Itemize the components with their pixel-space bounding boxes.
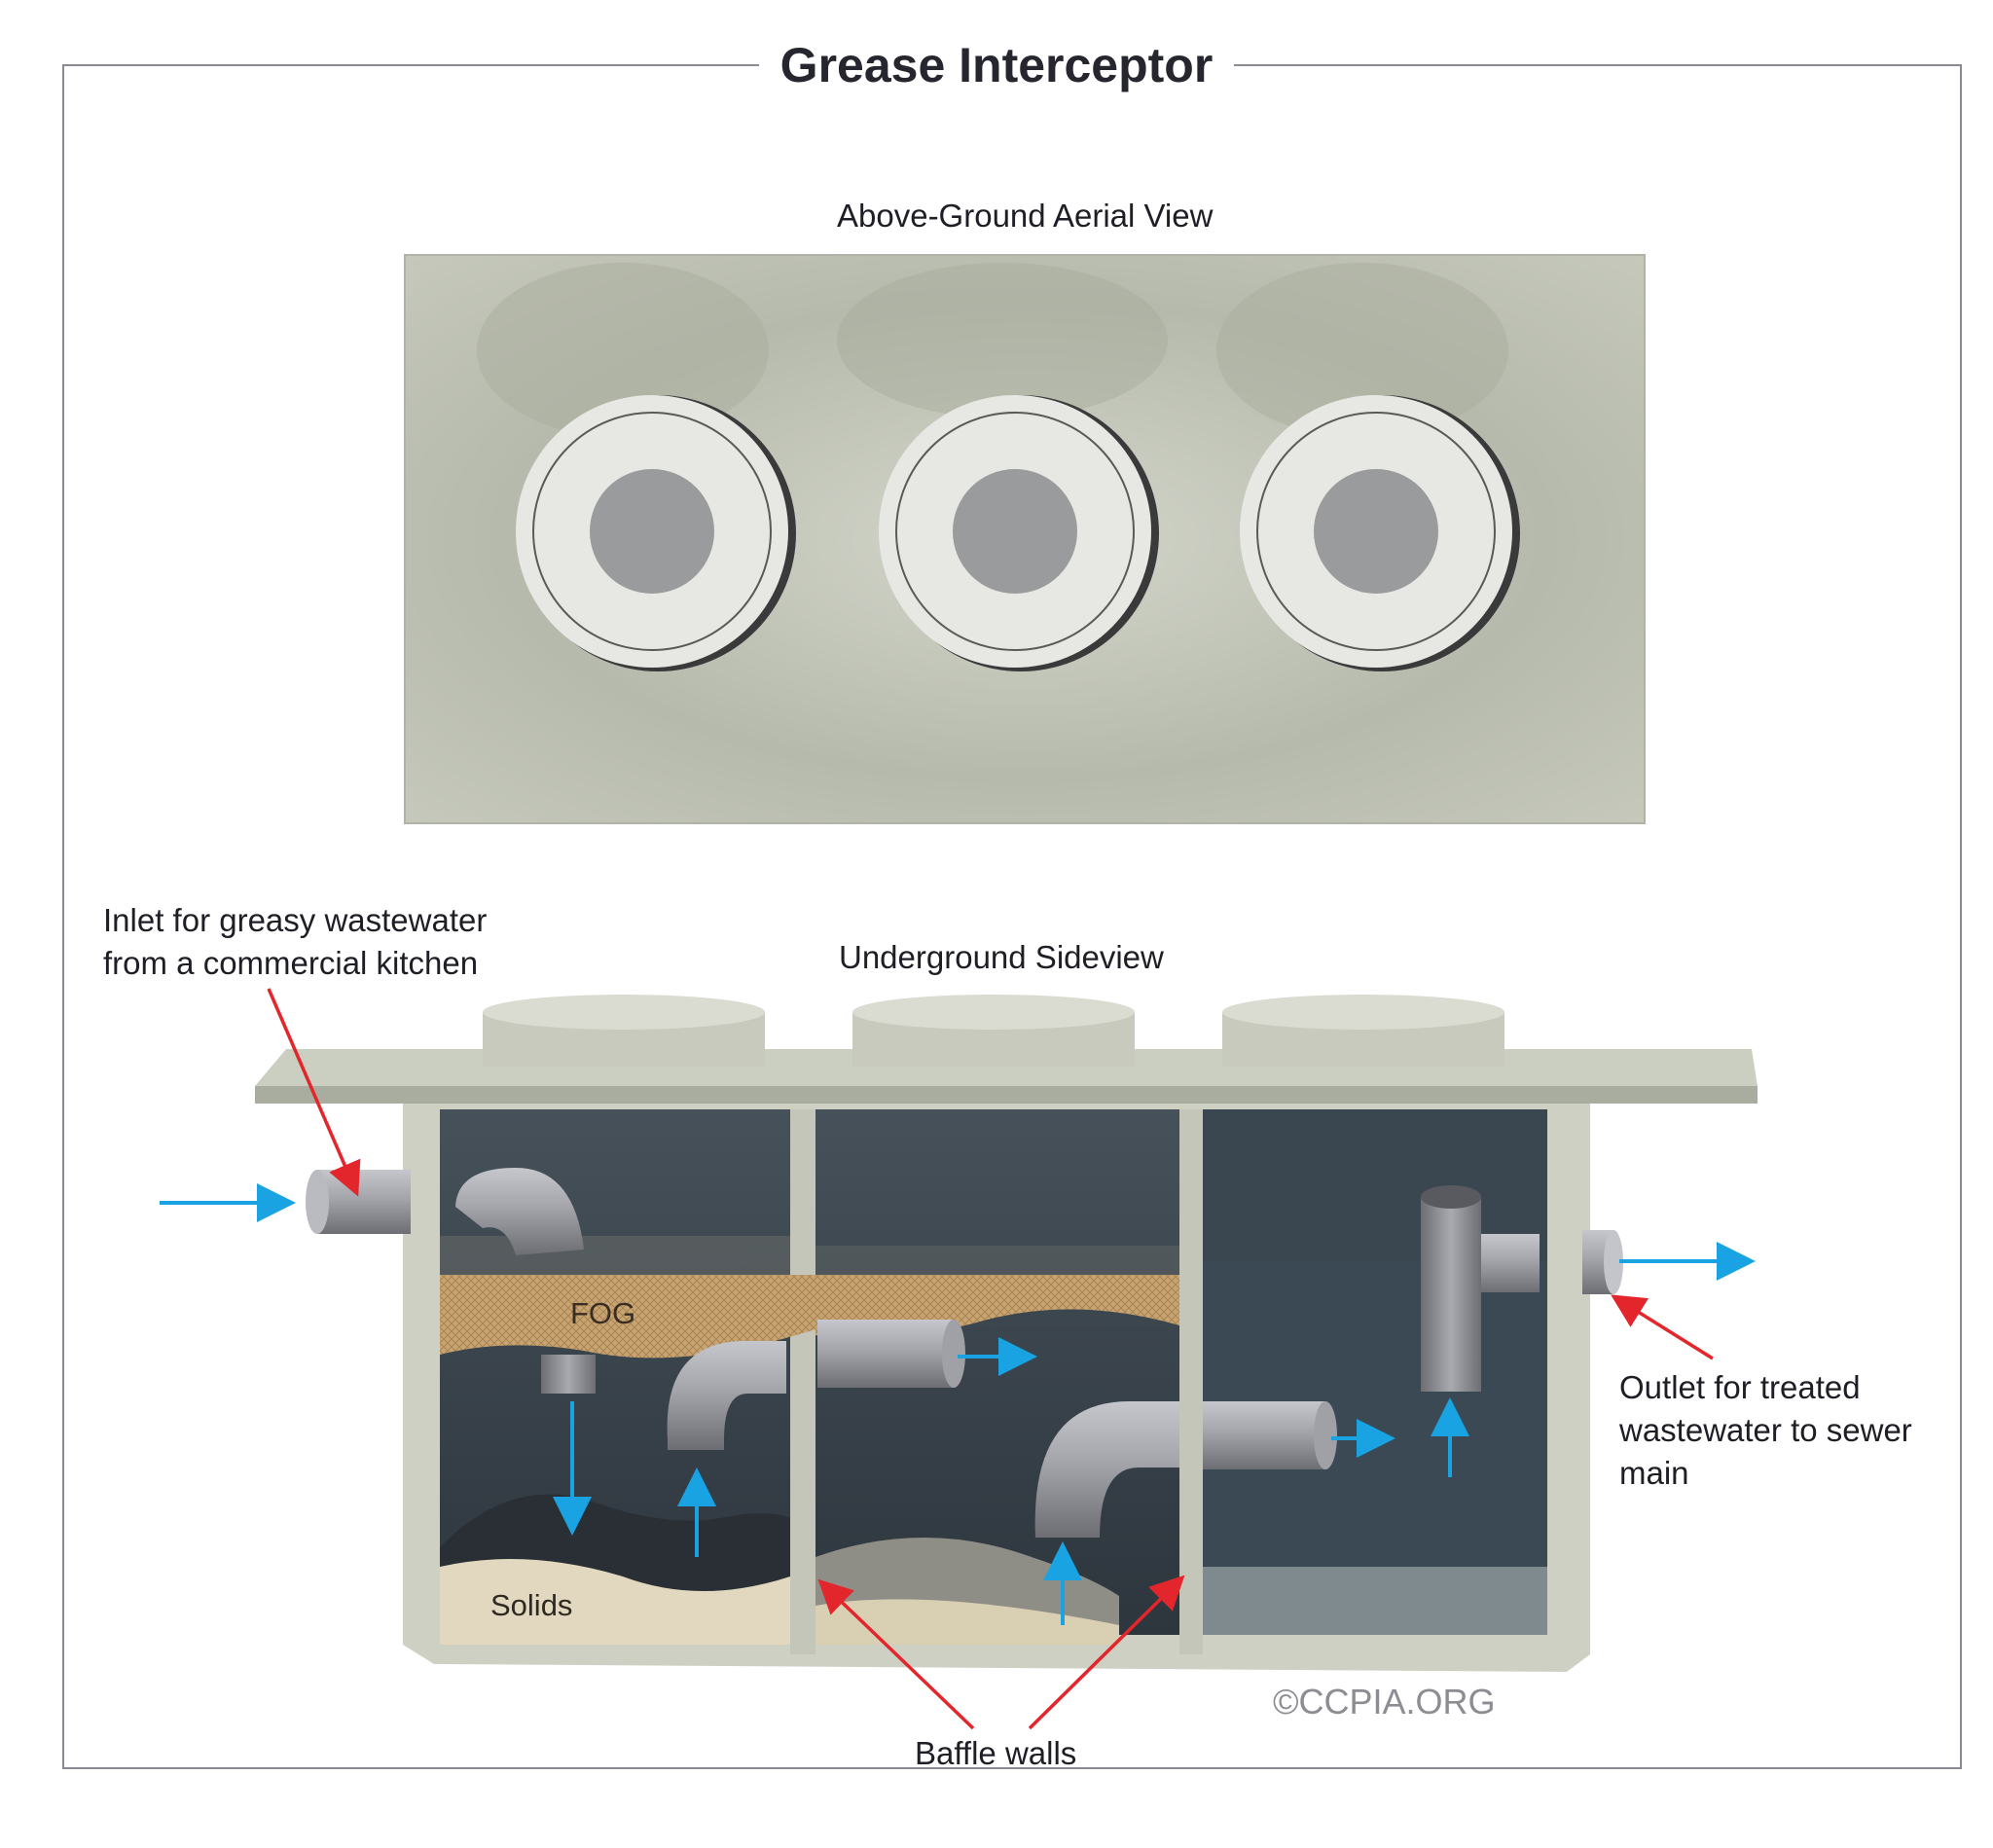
callout-arrow-inlet	[267, 988, 361, 1197]
diagram-title: Grease Interceptor	[0, 37, 1993, 93]
riser-center	[852, 995, 1135, 1067]
riser-right	[1222, 995, 1504, 1067]
chamber1-drop-pipe	[541, 1355, 596, 1394]
flow-arrows	[160, 1183, 1756, 1625]
solids-label: Solids	[490, 1588, 573, 1622]
riser-left	[483, 995, 765, 1067]
outlet-callout-line3: main	[1619, 1455, 1689, 1491]
outlet-tee-pipe	[1421, 1185, 1540, 1392]
copyright-text: ©CCPIA.ORG	[1273, 1682, 1496, 1721]
callout-arrow-baffle-left	[817, 1578, 975, 1730]
inlet-pipe	[306, 1168, 584, 1255]
callout-arrows	[267, 988, 1714, 1730]
baffle-wall-left	[790, 1109, 815, 1654]
chamber1-elbow-pipe	[667, 1341, 786, 1450]
manhole-cover-left	[516, 395, 796, 671]
baffle-walls-callout: Baffle walls	[915, 1735, 1077, 1771]
callout-arrow-outlet	[1611, 1294, 1714, 1360]
inlet-callout-line2: from a commercial kitchen	[103, 945, 479, 981]
outlet-callout-line2: wastewater to sewer	[1619, 1412, 1912, 1448]
chamber2-elbow-pipe	[1034, 1401, 1179, 1538]
callout-arrow-baffle-right	[1028, 1575, 1185, 1730]
manhole-cover-center	[879, 395, 1159, 671]
chamber2-transfer-pipe	[817, 1320, 965, 1388]
inlet-callout-line1: Inlet for greasy wastewater	[103, 902, 488, 938]
baffle-wall-right	[1179, 1109, 1203, 1654]
solids-layer	[440, 1494, 1119, 1645]
aerial-view-caption: Above-Ground Aerial View	[837, 198, 1214, 234]
fog-label: FOG	[570, 1296, 636, 1330]
manhole-cover-right	[1240, 395, 1520, 671]
sideview-caption: Underground Sideview	[839, 939, 1164, 975]
outlet-callout-line1: Outlet for treated	[1619, 1369, 1861, 1405]
outlet-pipe	[1582, 1230, 1623, 1294]
fog-layer	[440, 1236, 1179, 1359]
chamber3-transfer-pipe	[1203, 1401, 1337, 1469]
